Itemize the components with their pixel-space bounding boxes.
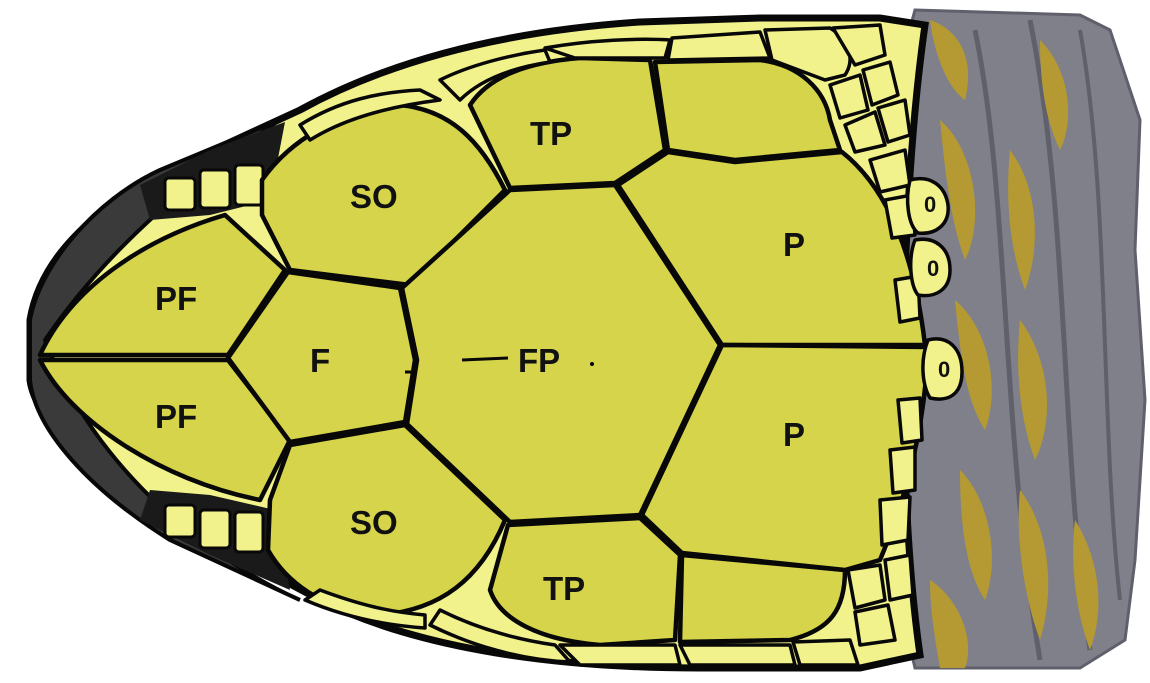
small-scale-bottom-4	[793, 640, 858, 665]
label-prefrontal-upper: PF	[155, 280, 197, 317]
small-scale-side-6	[880, 497, 910, 545]
small-scale-side-5	[890, 447, 915, 493]
label-occipital-2: 0	[927, 256, 939, 281]
small-scale-bottom-5	[680, 645, 795, 665]
frontoparietal-dash	[462, 358, 508, 360]
label-parietal-lower: P	[783, 416, 805, 453]
small-scale-bottom-1	[848, 565, 885, 608]
small-scale-bottom-2	[855, 605, 895, 645]
frontoparietal-dot	[590, 362, 594, 366]
label-frontal: F	[310, 342, 330, 379]
upper-eye-scale-3	[235, 165, 263, 205]
small-scale-bottom-6	[560, 645, 680, 665]
upper-eye-scale-1	[165, 178, 195, 210]
label-frontoparietal: FP	[518, 342, 560, 379]
lower-eye-scale-2	[200, 510, 230, 548]
label-prefrontal-lower: PF	[155, 398, 197, 435]
label-temporal-lower: TP	[543, 570, 585, 607]
lower-eye-scale-1	[165, 505, 195, 537]
small-scale-bottom-3	[885, 555, 913, 600]
label-temporal-upper: TP	[530, 115, 572, 152]
upper-eye-scale-2	[200, 170, 230, 208]
small-scale-side-4	[898, 398, 922, 443]
label-occipital-1: 0	[924, 192, 936, 217]
small-scale-top-4	[668, 32, 770, 60]
label-occipital-3: 0	[938, 357, 950, 382]
label-parietal-upper: P	[783, 226, 805, 263]
label-supraocular-lower: SO	[350, 504, 398, 541]
label-supraocular-upper: SO	[350, 178, 398, 215]
lower-eye-scale-3	[235, 512, 263, 552]
